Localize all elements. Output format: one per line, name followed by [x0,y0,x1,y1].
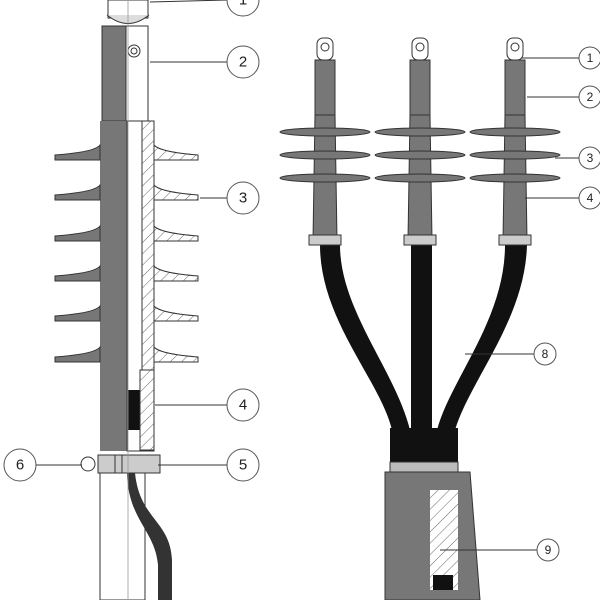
insulator-body-gray [100,121,127,451]
shed-section [153,224,199,242]
shed-section [153,345,199,363]
callout-3: 3 [200,181,260,215]
callout-number: 3 [587,151,594,165]
callout-number: 2 [239,54,247,71]
callout-number: 1 [239,0,247,9]
callouts: 1 2 3 4 5 6 1 2 3 4 8 9 [3,0,600,562]
shed [54,224,101,242]
callout-number: 3 [239,190,247,207]
shed-section [153,143,199,161]
callout-3: 3 [555,146,600,170]
termination-3 [469,37,561,246]
callout-number: 9 [545,543,552,557]
callout-1: 1 [522,46,600,70]
clamp [308,234,342,246]
termination-1 [279,37,371,246]
callout-6: 6 [3,448,82,482]
cable-core-left [320,245,410,430]
callout-1: 1 [149,0,260,17]
callout-8: 8 [465,342,557,366]
cable-core-middle [411,245,432,430]
callout-number: 4 [587,191,594,205]
left-termination-section [54,0,199,600]
callout-4: 4 [525,186,600,210]
shed-section [153,183,199,201]
callout-number: 8 [542,347,549,361]
shed-section [153,264,199,282]
callout-9: 9 [440,538,560,562]
shed [54,183,101,201]
callout-5: 5 [158,448,260,482]
connector-shell [101,25,127,122]
shed-section [153,304,199,322]
cable-core-right [437,245,527,430]
termination-2 [374,37,466,246]
shed [54,345,101,363]
callout-number: 2 [587,90,594,104]
insulator-sheds [54,143,199,363]
clamp [498,234,532,246]
hose-clamp [97,454,161,474]
shed [54,304,101,322]
callout-number: 1 [587,51,594,65]
callout-4: 4 [155,388,260,422]
callout-2: 2 [527,85,600,109]
callout-number: 4 [239,397,247,414]
clamp [403,234,437,246]
shed [54,143,101,161]
shed [54,264,101,282]
callout-number: 5 [239,457,247,474]
callout-number: 6 [16,457,24,474]
right-three-core-termination [279,37,561,600]
callout-2: 2 [150,45,260,79]
